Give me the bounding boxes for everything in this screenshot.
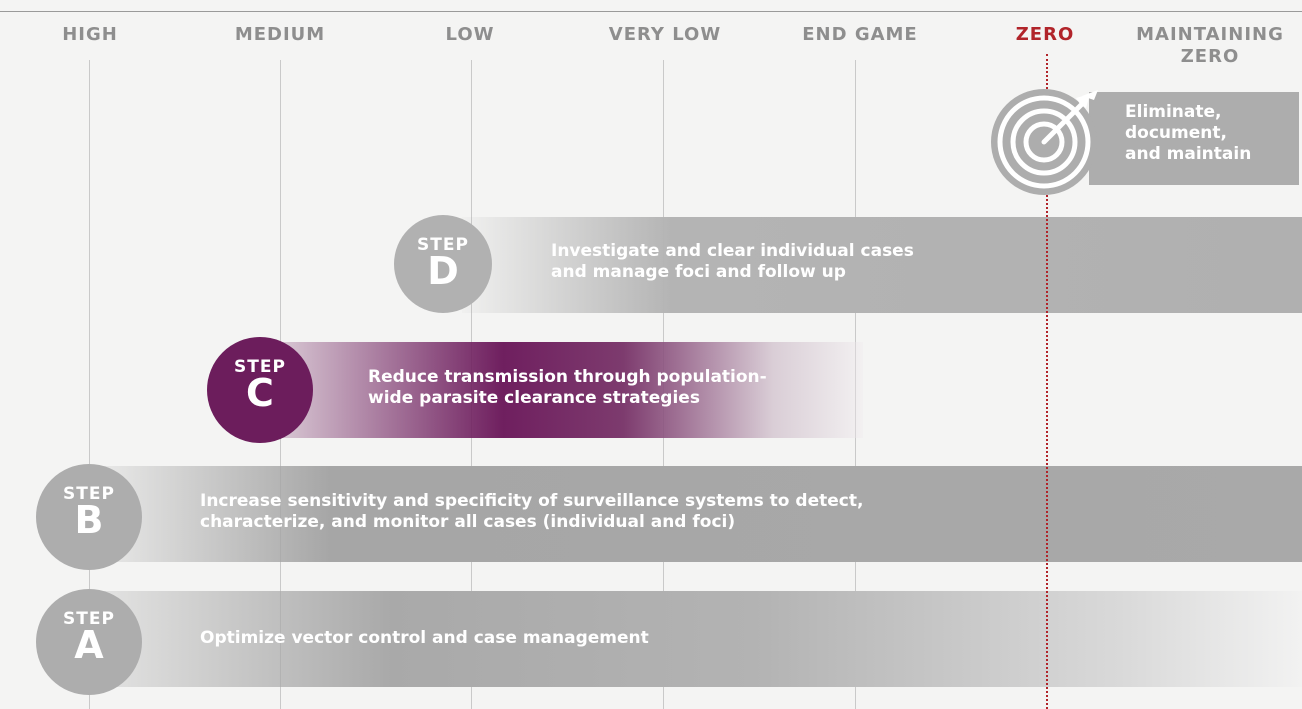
final-text: Eliminate, document, and maintain: [1125, 102, 1251, 165]
final-line2: document,: [1125, 123, 1227, 143]
step-c-badge: STEP C: [207, 337, 313, 443]
gridline-high: [89, 60, 90, 709]
header-end-game: END GAME: [802, 24, 918, 45]
step-d-badge: STEP D: [394, 215, 492, 313]
step-b-word: STEP: [63, 484, 115, 504]
step-a-letter: A: [74, 623, 104, 667]
step-c-line1: Reduce transmission through population-: [368, 367, 767, 387]
step-c-letter: C: [246, 371, 274, 415]
band-step-d: Investigate and clear individual cases a…: [462, 217, 1302, 313]
step-b-letter: B: [74, 498, 104, 542]
header-high: HIGH: [62, 24, 118, 45]
step-b-badge: STEP B: [36, 464, 142, 570]
band-step-a: Optimize vector control and case managem…: [88, 591, 1302, 687]
final-line1: Eliminate,: [1125, 102, 1222, 122]
target-icon: [991, 89, 1098, 195]
step-a-badge: STEP A: [36, 589, 142, 695]
zero-dotted-line: [1046, 54, 1048, 709]
header-maintaining-line2: ZERO: [1180, 46, 1240, 67]
step-a-text: Optimize vector control and case managem…: [200, 628, 649, 648]
top-rule: [0, 11, 1302, 12]
header-maintaining-zero: MAINTAINING ZERO: [1118, 24, 1302, 68]
step-b-line2: characterize, and monitor all cases (ind…: [200, 512, 736, 532]
band-step-c: Reduce transmission through population- …: [263, 342, 863, 438]
band-final: Eliminate, document, and maintain: [1089, 92, 1299, 185]
final-line3: and maintain: [1125, 144, 1252, 164]
step-d-word: STEP: [417, 235, 469, 255]
header-medium: MEDIUM: [234, 24, 326, 45]
step-c-line2: wide parasite clearance strategies: [368, 388, 700, 408]
step-b-text: Increase sensitivity and specificity of …: [200, 491, 863, 533]
step-d-line1: Investigate and clear individual cases: [551, 241, 914, 261]
step-a-word: STEP: [63, 609, 115, 629]
step-c-word: STEP: [234, 357, 286, 377]
step-d-text: Investigate and clear individual cases a…: [551, 241, 914, 283]
band-step-b: Increase sensitivity and specificity of …: [88, 466, 1302, 562]
step-d-line2: and manage foci and follow up: [551, 262, 846, 282]
step-c-text: Reduce transmission through population- …: [368, 367, 767, 409]
step-b-line1: Increase sensitivity and specificity of …: [200, 491, 864, 511]
header-very-low: VERY LOW: [608, 24, 722, 45]
header-zero: ZERO: [1015, 24, 1075, 45]
header-maintaining-line1: MAINTAINING: [1136, 24, 1284, 45]
header-low: LOW: [445, 24, 495, 45]
step-d-letter: D: [427, 249, 459, 293]
